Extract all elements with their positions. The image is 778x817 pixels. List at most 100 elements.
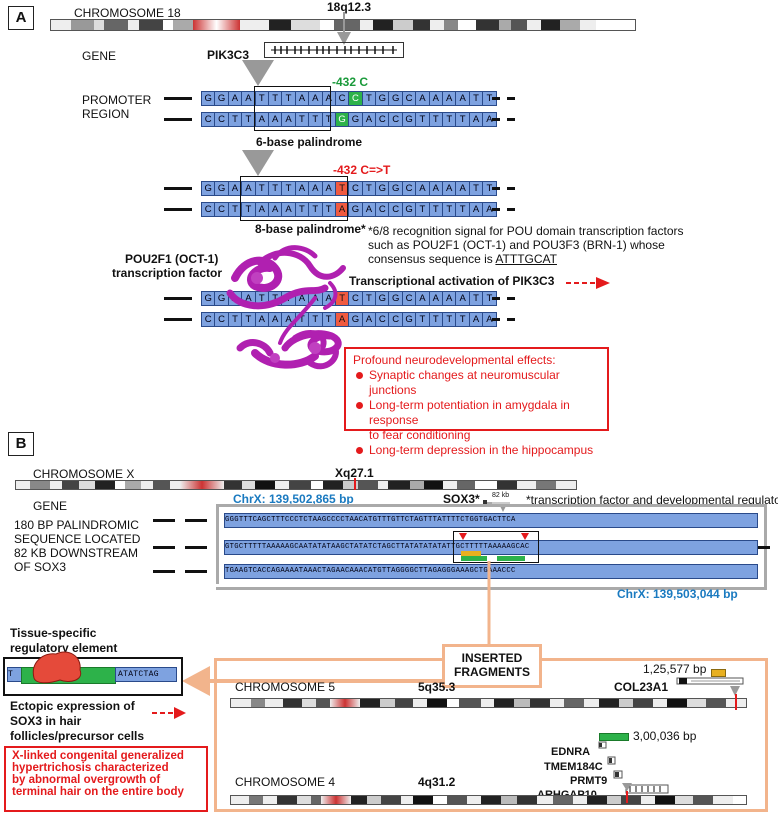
nucleotide-base: T bbox=[455, 312, 470, 327]
nucleotide-base: G bbox=[214, 91, 229, 106]
nucleotide-base: T bbox=[428, 202, 444, 217]
nucleotide-base: C bbox=[375, 112, 390, 127]
effect-item: Long-term potentiation in amygdala in re… bbox=[353, 398, 607, 428]
nucleotide-base: C bbox=[348, 181, 363, 196]
nucleotide-base: T bbox=[442, 202, 457, 217]
strand-dash-left bbox=[164, 297, 192, 300]
phenotype-line-3: by abnormal overgrowth of bbox=[12, 774, 161, 786]
nucleotide-base: G bbox=[388, 181, 403, 196]
strand-dash-right bbox=[492, 208, 500, 211]
nucleotide-base: G bbox=[214, 291, 229, 306]
palindrome-seq-line-3: TGAAGTCACCAGAAAATAAACTAGAACAAACATGTTAGGG… bbox=[224, 564, 758, 579]
ectopic-arrow bbox=[152, 707, 186, 719]
strand-dash-left bbox=[153, 570, 175, 573]
gene-label-a: GENE bbox=[82, 49, 117, 63]
chr5-locus-marker bbox=[735, 694, 737, 710]
panel-b-label: B bbox=[8, 432, 34, 456]
effect-item: Synaptic changes at neuromuscular juncti… bbox=[353, 368, 607, 398]
chromosome-5-ideogram bbox=[230, 698, 747, 708]
strand-dash-left bbox=[153, 519, 175, 522]
chr5-band: 5q35.3 bbox=[418, 680, 456, 694]
footnote-line-1: *6/8 recognition signal for POU domain t… bbox=[368, 224, 684, 238]
band-18q12-3: 18q12.3 bbox=[327, 0, 372, 14]
chr5-pointer bbox=[730, 686, 740, 696]
nucleotide-base: A bbox=[455, 181, 470, 196]
nucleotide-base: G bbox=[388, 91, 403, 106]
chr4-size: 3,00,036 bp bbox=[633, 729, 697, 743]
palindrome-6-box bbox=[254, 86, 331, 131]
activation-arrow bbox=[566, 277, 610, 289]
col23a1-gene-model bbox=[676, 677, 744, 685]
nucleotide-base: A bbox=[468, 112, 484, 127]
regulatory-element-blob bbox=[32, 651, 82, 684]
neuro-effects-box: Profound neurodevelopmental effects: Syn… bbox=[344, 347, 609, 457]
nucleotide-base: T bbox=[241, 312, 256, 327]
nucleotide-base: T bbox=[227, 112, 243, 127]
nucleotide-base: A bbox=[428, 91, 444, 106]
promoter-label-2: REGION bbox=[82, 107, 130, 121]
nucleotide-base: G bbox=[401, 202, 417, 217]
chr4-gene-models bbox=[598, 741, 669, 794]
nucleotide-base: G bbox=[348, 112, 363, 127]
chr4-gene-ednra: EDNRA bbox=[551, 746, 591, 758]
nucleotide-base: C bbox=[375, 312, 390, 327]
nucleotide-base: T bbox=[428, 312, 444, 327]
nucleotide-base: G bbox=[334, 112, 350, 127]
strand-dash-left bbox=[164, 187, 192, 190]
nucleotide-base: G bbox=[401, 312, 417, 327]
down-arrow-2 bbox=[242, 150, 274, 176]
inserted-title-1: INSERTED bbox=[461, 651, 523, 665]
nucleotide-base: A bbox=[308, 181, 323, 196]
chromosome-x-label: CHROMOSOME X bbox=[33, 467, 135, 481]
nucleotide-base: A bbox=[308, 91, 323, 106]
nucleotide-base: G bbox=[214, 181, 229, 196]
nucleotide-base: C bbox=[401, 291, 417, 306]
band-xq27-1: Xq27.1 bbox=[335, 466, 374, 480]
nucleotide-base: A bbox=[428, 291, 444, 306]
chr4-fragment-bar bbox=[599, 733, 629, 741]
nucleotide-base: G bbox=[201, 291, 216, 306]
tissue-label-1: Tissue-specific bbox=[10, 626, 97, 640]
strand-dash-right bbox=[507, 97, 515, 100]
effects-title: Profound neurodevelopmental effects: bbox=[353, 353, 556, 367]
tf-name-label: POU2F1 (OCT-1) bbox=[125, 252, 219, 266]
strand-dash-right bbox=[507, 187, 515, 190]
strand-dash-left bbox=[164, 318, 192, 321]
nucleotide-base: A bbox=[227, 91, 243, 106]
nucleotide-base: C bbox=[348, 91, 363, 106]
nucleotide-base: C bbox=[214, 202, 229, 217]
nucleotide-base: T bbox=[455, 202, 470, 217]
strand-dash-left bbox=[164, 97, 192, 100]
nucleotide-base: C bbox=[201, 202, 216, 217]
nucleotide-base: C bbox=[388, 112, 403, 127]
nucleotide-base: T bbox=[442, 112, 457, 127]
nucleotide-base: A bbox=[468, 202, 484, 217]
strand-dash-right bbox=[492, 187, 500, 190]
gene-label-b: GENE bbox=[33, 499, 68, 513]
nucleotide-base: C bbox=[201, 312, 216, 327]
nucleotide-base: A bbox=[361, 112, 377, 127]
nucleotide-base: A bbox=[415, 91, 430, 106]
chromosome-18-label: CHROMOSOME 18 bbox=[74, 6, 181, 20]
chr4-gene-tmem184c: TMEM184C bbox=[544, 761, 603, 773]
effect-item: Long-term depression in the hippocampus bbox=[353, 443, 607, 458]
promoter-label-1: PROMOTER bbox=[82, 93, 152, 107]
effect-item-continuation: to fear conditioning bbox=[369, 428, 471, 442]
nucleotide-base: A bbox=[428, 181, 444, 196]
nucleotide-base: C bbox=[388, 202, 403, 217]
inserted-fragments-title-box: INSERTED FRAGMENTS bbox=[442, 644, 542, 688]
pou2f1-protein-structure bbox=[226, 245, 346, 370]
chr5-gene: COL23A1 bbox=[614, 680, 669, 694]
consensus-sequence: ATTTGCAT bbox=[495, 252, 557, 266]
nucleotide-base: T bbox=[415, 202, 430, 217]
strand-dash-right bbox=[492, 118, 500, 121]
chr5-label: CHROMOSOME 5 bbox=[235, 680, 336, 694]
nucleotide-base: A bbox=[241, 181, 256, 196]
strand-dash-right bbox=[492, 297, 500, 300]
strand-dash-left bbox=[185, 546, 207, 549]
strand-dash-left bbox=[164, 118, 192, 121]
coord-start-label: ChrX: 139,502,865 bp bbox=[233, 492, 354, 506]
tf-desc-label: transcription factor bbox=[112, 266, 223, 280]
